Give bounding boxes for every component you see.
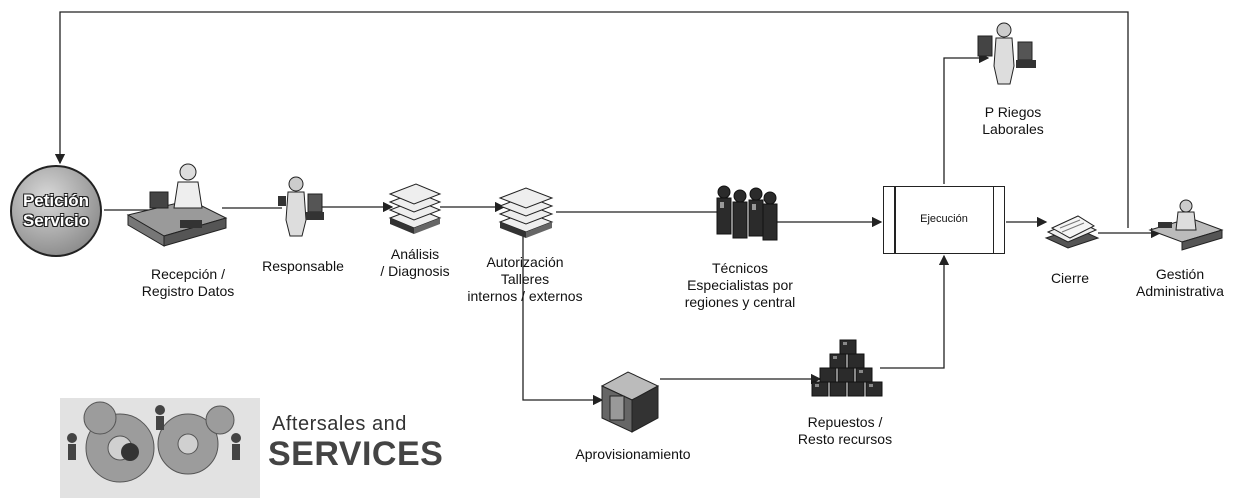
label-gestion: Gestión Administrativa	[1136, 266, 1224, 299]
document-stack-icon	[388, 183, 442, 234]
connectors	[54, 11, 1162, 406]
admin-desk-icon	[1148, 199, 1224, 251]
gears-logo-icon	[60, 398, 260, 498]
logo-line2: SERVICES	[268, 435, 444, 473]
person-computer-icon	[278, 176, 324, 237]
label-analisis: Análisis / Diagnosis	[380, 246, 450, 279]
safety-person-icon	[977, 22, 1036, 85]
papers-icon	[1044, 215, 1100, 249]
desk-worker-icon	[126, 163, 228, 247]
link-autorizacion-aprovisionamiento	[522, 236, 604, 406]
label-recepcion: Recepción / Registro Datos	[141, 266, 235, 299]
label-aprovisionamiento: Aprovisionamiento	[575, 446, 691, 462]
stacked-cubes-icon	[811, 339, 883, 397]
label-repuestos: Repuestos / Resto recursos	[797, 414, 893, 447]
document-stack-icon	[498, 187, 554, 238]
logo-line1: Aftersales and	[272, 413, 407, 435]
label-riesgos: P Riegos Laborales	[982, 104, 1044, 137]
ejecucion-box: Ejecución	[883, 186, 1005, 254]
ejecucion-label: Ejecución	[920, 213, 968, 225]
label-tecnicos: Técnicos Especialistas por regiones y ce…	[684, 260, 796, 310]
aftersales-logo: Aftersales and SERVICES	[36, 393, 443, 500]
label-autorizacion: Autorización Talleres internos / externo…	[467, 254, 583, 304]
supply-box-icon	[600, 371, 660, 433]
label-cierre: Cierre	[1050, 270, 1090, 286]
start-node-line2: Servicio	[22, 211, 90, 230]
label-responsable: Responsable	[262, 258, 344, 274]
feedback-arrow	[54, 11, 1129, 228]
start-node-line1: Petición	[22, 191, 90, 210]
technicians-group-icon	[716, 185, 778, 241]
start-node-peticion-servicio: Petición Servicio	[10, 165, 102, 257]
link-ejecucion-riesgos	[943, 52, 990, 184]
link-repuestos-ejecucion	[880, 254, 950, 369]
